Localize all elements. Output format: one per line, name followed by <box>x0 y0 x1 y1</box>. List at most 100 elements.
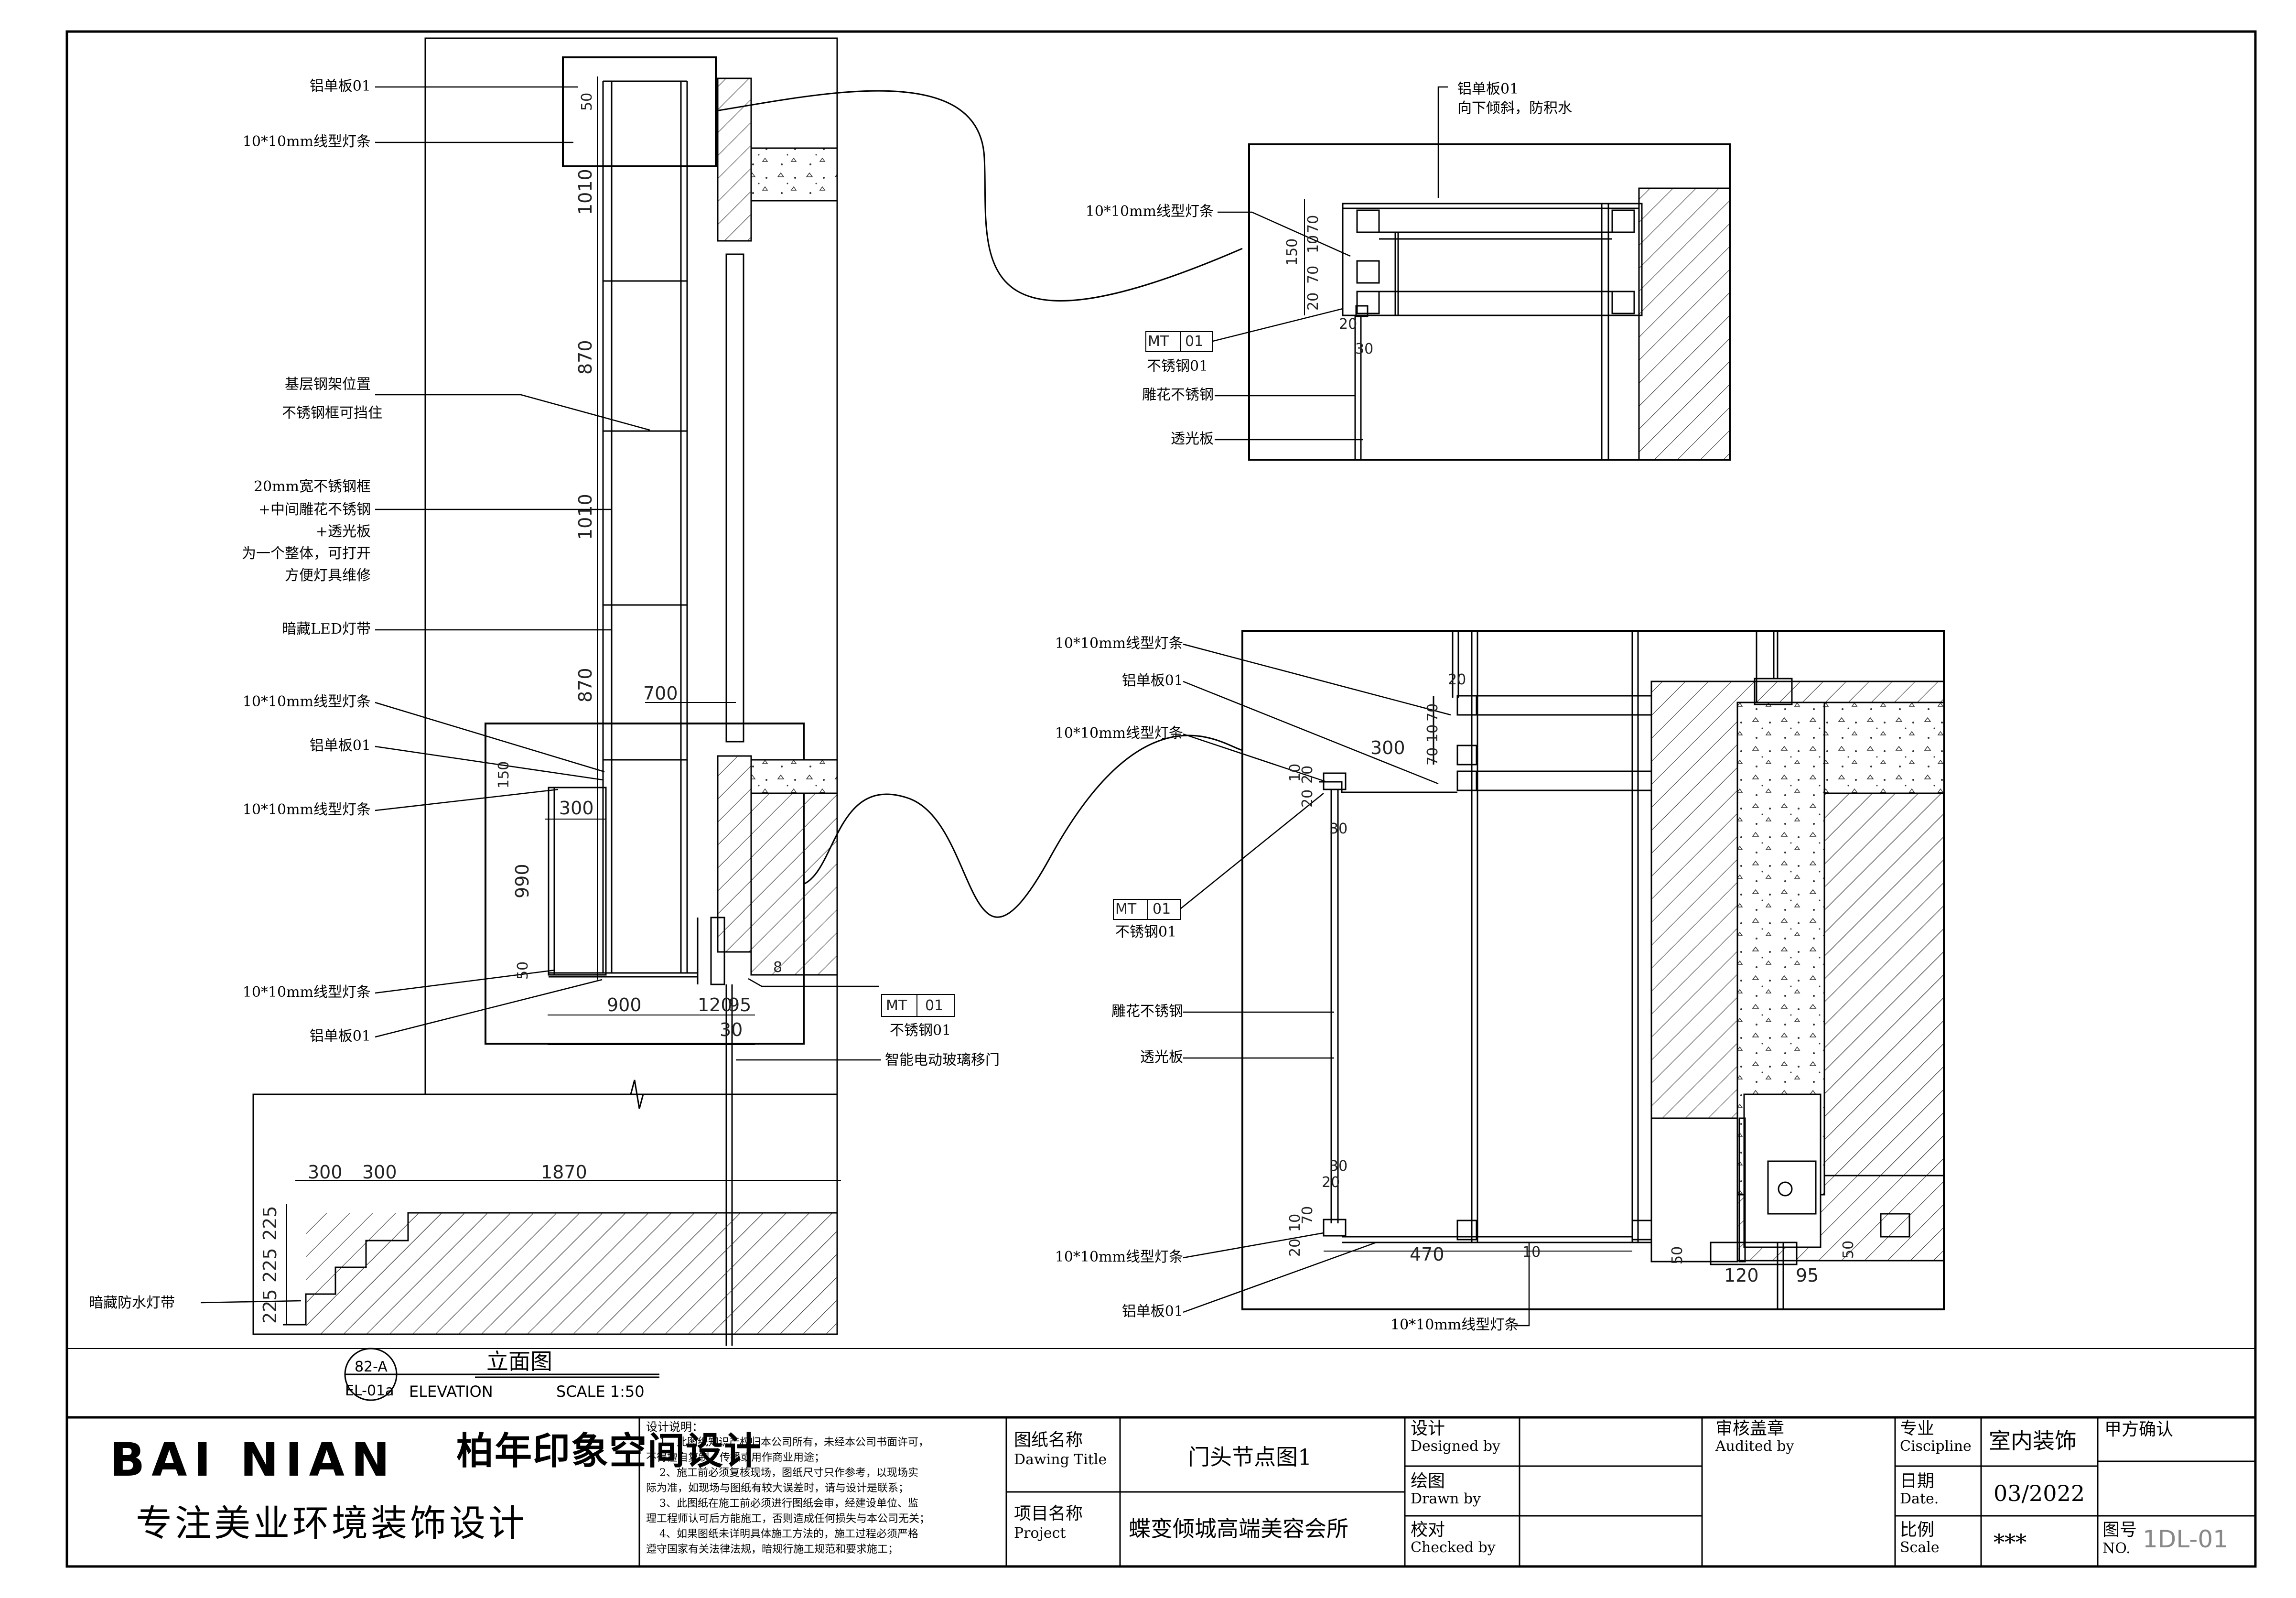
audit-label-cn: 审核盖章 <box>1715 1419 1785 1438</box>
scale-label-cn: 比例 <box>1900 1520 1935 1540</box>
db-dim-20e: 20 <box>1287 1238 1304 1257</box>
designed-label-en: Designed by <box>1411 1438 1500 1455</box>
detail-top-dim-30: 30 <box>1355 341 1374 357</box>
detail-bottom-strip-2: 10*10mm线型灯条 <box>1055 725 1183 742</box>
callout-box-top <box>562 56 717 167</box>
client-confirm-label: 甲方确认 <box>2104 1420 2174 1439</box>
label-steel-position: 基层钢架位置 <box>285 376 371 393</box>
db-dim-300: 300 <box>1370 737 1405 758</box>
label-frame-1: 20mm宽不锈钢框 <box>253 478 371 495</box>
label-alu01-top: 铝单板01 <box>309 78 371 95</box>
mt-tag-top <box>1145 331 1213 352</box>
db-dim-10a: 10 <box>1424 724 1441 743</box>
detail-top-dim-70b: 70 <box>1305 265 1322 284</box>
label-alu01-bottom: 铝单板01 <box>309 1028 371 1045</box>
detail-top-slope: 向下倾斜，防积水 <box>1457 100 1572 117</box>
detail-bottom-alu-2: 铝单板01 <box>1121 1303 1183 1320</box>
note-line-2: 不得擅自复制、传播或用作商业用途； <box>646 1452 825 1464</box>
label-frame-4: 为一个整体，可打开 <box>242 545 371 562</box>
dim-870-b: 870 <box>575 668 596 702</box>
caption-symbol <box>344 1348 659 1401</box>
db-dim-10d: 10 <box>1522 1244 1541 1261</box>
discipline-label-en: Ciscipline <box>1900 1438 1972 1455</box>
designed-label-cn: 设计 <box>1411 1419 1445 1438</box>
dim-1010-b: 1010 <box>575 494 596 540</box>
date-value: 03/2022 <box>1994 1480 2085 1506</box>
reference-curves <box>715 90 1243 918</box>
db-dim-95: 95 <box>1796 1265 1819 1286</box>
dim-step-225a: 225 <box>259 1206 280 1241</box>
detail-bottom-translucent: 透光板 <box>1140 1049 1183 1066</box>
caption-ref-sheet: EL-01a <box>345 1382 394 1399</box>
dim-300: 300 <box>559 798 594 819</box>
db-dim-20c: 20 <box>1299 789 1316 808</box>
note-line-3: 2、施工前必须复核现场，图纸尺寸只作参考，以现场实 <box>659 1467 918 1479</box>
detail-bottom-strip-4: 10*10mm线型灯条 <box>1391 1317 1519 1333</box>
checked-label-cn: 校对 <box>1411 1520 1445 1540</box>
detail-top-carved: 雕花不锈钢 <box>1142 387 1214 403</box>
dim-step-225b: 225 <box>259 1248 280 1283</box>
label-strip-top: 10*10mm线型灯条 <box>242 133 371 150</box>
note-line-1: 1、此图纸知识产权归本公司所有，未经本公司书面许可， <box>659 1436 929 1448</box>
sheet-no-label-cn: 图号 <box>2102 1520 2137 1540</box>
note-line-6: 理工程师认可后方能施工，否则造成任何损失与本公司无关； <box>646 1513 930 1525</box>
db-dim-50b: 50 <box>1840 1240 1857 1259</box>
db-dim-120: 120 <box>1724 1265 1759 1286</box>
detail-top-dim-70a: 70 <box>1305 215 1322 233</box>
sheet-no-label-en: NO. <box>2102 1540 2131 1557</box>
label-frame-2: +中间雕花不锈钢 <box>258 501 371 518</box>
detail-bottom-mt-num: 01 <box>1153 901 1171 918</box>
dim-step-300a: 300 <box>308 1162 343 1183</box>
db-dim-20b: 20 <box>1299 765 1316 784</box>
caption-ref-number: 82-A <box>355 1359 388 1375</box>
detail-bottom-carved: 雕花不锈钢 <box>1111 1003 1183 1020</box>
discipline-value: 室内装饰 <box>1989 1428 2077 1454</box>
drawn-label-en: Drawn by <box>1411 1490 1481 1507</box>
brand-logo-mark: BAI NIAN <box>110 1433 389 1487</box>
dim-700: 700 <box>643 683 678 704</box>
detail-bottom <box>1113 630 1945 1310</box>
label-strip-bottom: 10*10mm线型灯条 <box>242 984 371 1001</box>
detail-top-dim-20a: 20 <box>1305 292 1322 311</box>
dim-870-a: 870 <box>575 340 596 375</box>
detail-top-leaders <box>1212 86 1448 441</box>
dim-step-300b: 300 <box>362 1162 397 1183</box>
detail-top-dim-10: 10 <box>1305 235 1322 253</box>
drawing-title-value: 门头节点图1 <box>1188 1444 1312 1470</box>
db-dim-30b: 30 <box>1329 1158 1348 1175</box>
detail-bottom-strip-1: 10*10mm线型灯条 <box>1055 635 1183 652</box>
label-frame-3: +透光板 <box>315 523 371 540</box>
detail-bottom-alu-1: 铝单板01 <box>1121 672 1183 689</box>
detail-top-mt-name: 不锈钢01 <box>1147 358 1208 375</box>
drawing-title-label-en: Dawing Title <box>1014 1451 1107 1468</box>
detail-top-translucent: 透光板 <box>1171 431 1214 447</box>
note-line-8: 遵守国家有关法律法规，暗规行施工规范和要求施工； <box>646 1544 899 1555</box>
label-frame-5: 方便灯具维修 <box>285 567 371 584</box>
db-dim-70c: 70 <box>1299 1206 1316 1224</box>
mt-tag-elev-divider <box>916 994 917 1016</box>
dim-50-top: 50 <box>579 92 595 111</box>
drawn-label-cn: 绘图 <box>1411 1471 1445 1491</box>
dim-step-1870: 1870 <box>541 1162 587 1183</box>
dim-1010-a: 1010 <box>575 169 596 215</box>
project-label-en: Project <box>1014 1525 1066 1542</box>
sheet-no-value: 1DL-01 <box>2143 1525 2228 1553</box>
db-dim-20: 20 <box>1448 671 1466 688</box>
detail-bottom-mt-code: MT <box>1115 901 1137 918</box>
elevation-dimension-lines <box>286 76 841 1325</box>
detail-bottom-leaders <box>1180 643 1632 1327</box>
db-dim-20d: 20 <box>1322 1174 1340 1191</box>
detail-top-dim-150: 150 <box>1284 238 1301 266</box>
mt-name-elev: 不锈钢01 <box>890 1022 951 1039</box>
note-line-5: 3、此图纸在施工前必须进行图纸会审，经建设单位、监 <box>659 1498 918 1510</box>
caption-title-en: ELEVATION <box>409 1382 493 1401</box>
dim-900: 900 <box>607 994 642 1015</box>
brand-slogan: 专注美业环境装饰设计 <box>136 1502 528 1544</box>
scale-label-en: Scale <box>1900 1539 1940 1556</box>
elevation-drawing <box>252 37 838 1346</box>
dim-step-225c: 225 <box>259 1289 280 1324</box>
mt-tag-elev <box>881 994 955 1017</box>
caption-title-cn: 立面图 <box>486 1349 552 1374</box>
notes-title: 设计说明： <box>646 1420 703 1434</box>
